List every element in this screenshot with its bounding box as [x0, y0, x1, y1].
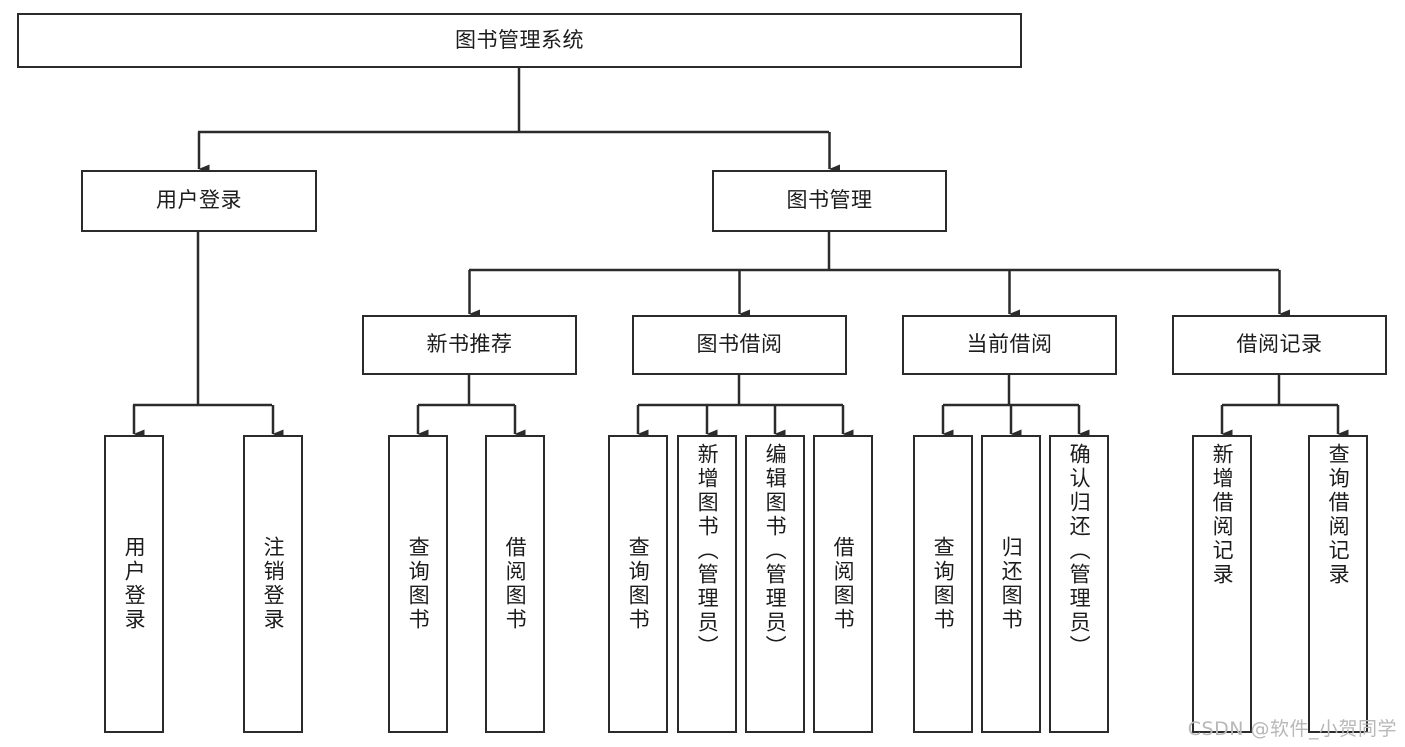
node-book-borrow[interactable]: 图书借阅 [632, 315, 847, 375]
node-leaf-add-book[interactable]: 新增图书（管理员） [677, 435, 737, 733]
node-label: 图书借阅 [696, 332, 783, 357]
node-user-login[interactable]: 用户登录 [81, 170, 317, 232]
node-book-manage[interactable]: 图书管理 [712, 170, 947, 232]
node-leaf-user-logout[interactable]: 注销登录 [243, 435, 303, 733]
node-leaf-query-book-3[interactable]: 查询图书 [913, 435, 973, 733]
node-label: 新增图书（管理员） [695, 443, 720, 659]
node-leaf-add-record[interactable]: 新增借阅记录 [1192, 435, 1252, 733]
node-label: 注销登录 [261, 536, 286, 632]
node-leaf-confirm-return[interactable]: 确认归还（管理员） [1049, 435, 1109, 733]
node-leaf-user-login[interactable]: 用户登录 [104, 435, 164, 733]
node-leaf-borrow-book-2[interactable]: 借阅图书 [813, 435, 873, 733]
node-current-borrow[interactable]: 当前借阅 [902, 315, 1117, 375]
node-label: 借阅图书 [503, 536, 528, 632]
node-root-system[interactable]: 图书管理系统 [17, 13, 1022, 68]
node-leaf-query-book-1[interactable]: 查询图书 [388, 435, 448, 733]
node-label: 当前借阅 [966, 332, 1053, 357]
node-leaf-borrow-book-1[interactable]: 借阅图书 [485, 435, 545, 733]
node-label: 用户登录 [156, 188, 242, 213]
node-label: 查询图书 [931, 536, 956, 632]
node-label: 查询图书 [406, 536, 431, 632]
node-borrow-record[interactable]: 借阅记录 [1172, 315, 1387, 375]
node-leaf-return-book[interactable]: 归还图书 [981, 435, 1041, 733]
node-leaf-edit-book[interactable]: 编辑图书（管理员） [745, 435, 805, 733]
watermark-text: CSDN @软件_小贺同学 [1187, 718, 1397, 740]
node-label: 归还图书 [999, 536, 1024, 632]
node-new-book-recommend[interactable]: 新书推荐 [362, 315, 577, 375]
node-label: 借阅记录 [1236, 332, 1323, 357]
node-leaf-query-book-2[interactable]: 查询图书 [608, 435, 668, 733]
node-label: 用户登录 [122, 536, 147, 632]
node-label: 图书管理 [786, 188, 873, 213]
node-leaf-query-record[interactable]: 查询借阅记录 [1308, 435, 1368, 733]
node-label: 编辑图书（管理员） [763, 443, 788, 659]
node-label: 确认归还（管理员） [1067, 443, 1092, 659]
node-label: 查询图书 [626, 536, 651, 632]
node-label: 查询借阅记录 [1326, 443, 1351, 587]
node-label: 新增借阅记录 [1210, 443, 1235, 587]
node-label: 图书管理系统 [455, 27, 584, 52]
node-label: 新书推荐 [426, 332, 513, 357]
node-label: 借阅图书 [831, 536, 856, 632]
